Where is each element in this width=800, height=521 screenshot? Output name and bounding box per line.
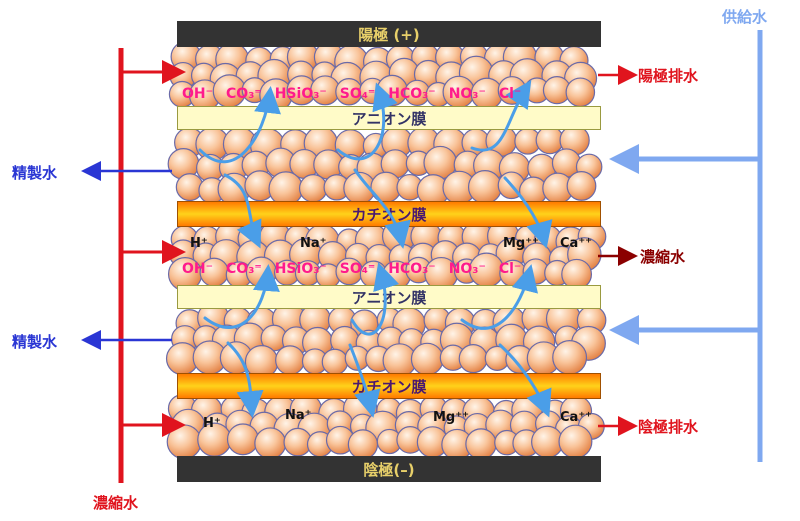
cation-ca-1: Ca⁺⁺ <box>560 236 593 251</box>
anion-cl: Cl⁻ <box>498 261 522 277</box>
cation-flow-5 <box>348 343 381 418</box>
cathode-electrode: 陰極(–) <box>177 456 601 482</box>
supply-water-label: 供給水 <box>722 8 768 26</box>
anion-row-2: OH⁻ CO₃⁼ HSiO₃⁻ SO₄⁼ HCO₃⁻ NO₃⁻ Cl⁻ <box>182 261 534 277</box>
anion-no3: NO₃⁻ <box>448 261 486 277</box>
anion-so4: SO₄⁼ <box>339 86 376 102</box>
anion-oh: OH⁻ <box>182 261 214 277</box>
cation-na-1: Na⁺ <box>300 236 327 251</box>
anion-co3: CO₃⁼ <box>226 261 262 277</box>
anion-flow-1 <box>198 86 281 164</box>
anion-row-1: OH⁻ CO₃⁼ HSiO₃⁻ SO₄⁼ HCO₃⁻ NO₃⁻ Cl⁻ <box>182 86 534 102</box>
cation-flow-2 <box>353 168 411 249</box>
anode-electrode: 陽極 (+) <box>177 21 601 47</box>
cation-ca-2: Ca⁺⁺ <box>560 410 593 425</box>
resin-bead <box>566 171 597 201</box>
cation-flow-1 <box>223 173 262 249</box>
anion-cl: Cl⁻ <box>498 86 522 102</box>
concentrate-right-label: 濃縮水 <box>640 248 686 266</box>
purified-water-label-1: 精製水 <box>12 164 58 182</box>
cation-flow-4 <box>226 341 264 418</box>
anion-flow-3 <box>470 79 532 152</box>
anion-oh: OH⁻ <box>182 86 214 102</box>
purified-water-label-2: 精製水 <box>12 333 58 351</box>
cation-flow-3 <box>503 176 553 249</box>
cathode-drain-label: 陰極排水 <box>638 418 699 436</box>
anion-co3: CO₃⁼ <box>226 86 262 102</box>
flow-pipes <box>81 30 763 483</box>
anion-so4: SO₄⁼ <box>339 261 376 277</box>
cation-mg-2: Mg⁺⁺ <box>433 410 469 425</box>
anion-hco3: HCO₃⁻ <box>388 86 436 102</box>
anion-no3: NO₃⁻ <box>448 86 486 102</box>
anion-hsio3: HSiO₃⁻ <box>274 86 327 102</box>
anion-hco3: HCO₃⁻ <box>388 261 436 277</box>
cation-mg-1: Mg⁺⁺ <box>503 236 539 251</box>
anion-flow-5 <box>350 262 400 336</box>
anion-flow-2 <box>336 82 398 161</box>
anion-flow-4 <box>203 264 280 330</box>
cation-h-2: H⁺ <box>203 416 221 431</box>
cation-h-1: H⁺ <box>190 236 208 251</box>
cation-na-2: Na⁺ <box>285 408 312 423</box>
cation-flow-6 <box>498 343 552 418</box>
anion-hsio3: HSiO₃⁻ <box>274 261 327 277</box>
anode-drain-label: 陽極排水 <box>638 67 699 85</box>
anion-flow-6 <box>460 264 538 330</box>
concentrate-bottom-label: 濃縮水 <box>93 494 139 512</box>
